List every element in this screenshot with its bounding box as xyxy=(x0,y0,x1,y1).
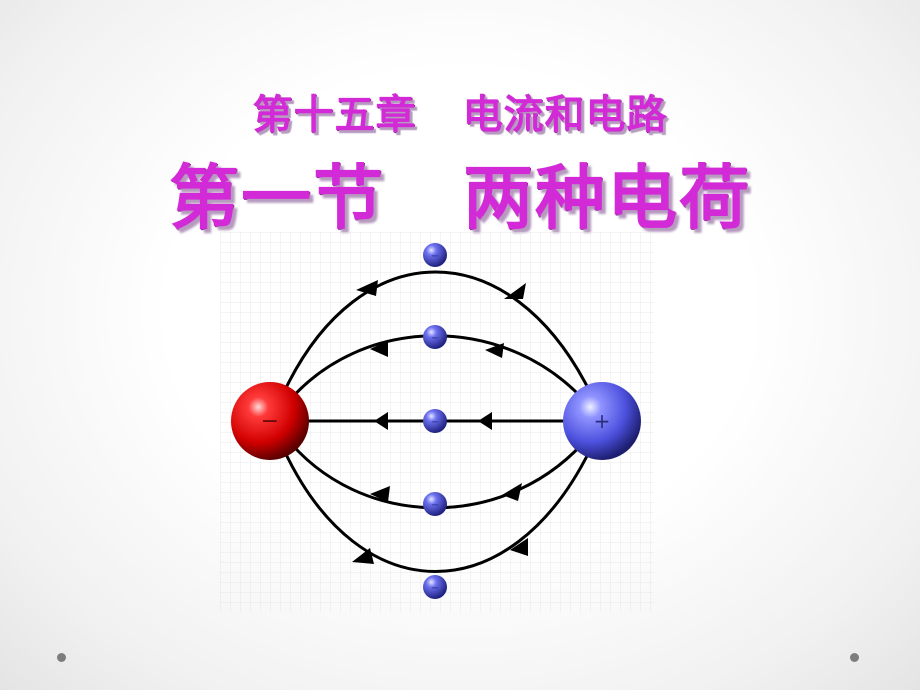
test-charge: − xyxy=(423,325,447,349)
test-charge: − xyxy=(423,243,447,267)
test-charge-sign: − xyxy=(431,500,439,511)
field-line-outer-bottom xyxy=(282,449,592,573)
chapter-name: 电流和电路 xyxy=(462,91,668,138)
chapter-title: 第十五章电流和电路 xyxy=(0,82,920,140)
arrow-head xyxy=(478,412,492,430)
direction-arrows xyxy=(352,280,528,564)
field-line-outer-top xyxy=(282,270,592,393)
test-charge-sign: − xyxy=(431,333,439,344)
arrow-head xyxy=(502,483,522,501)
test-charge-sign: − xyxy=(431,251,439,262)
test-charge-sign: − xyxy=(431,417,439,428)
test-charges: − − − − − xyxy=(423,243,447,599)
section-name: 两种电荷 xyxy=(463,156,751,239)
arrow-head xyxy=(356,280,378,296)
positive-charge-sign: + xyxy=(594,409,611,433)
arrow-head xyxy=(374,412,388,430)
electric-field-diagram: − − − − − − + xyxy=(220,232,654,612)
arrow-head xyxy=(485,343,504,358)
test-charge: − xyxy=(423,492,447,516)
section-number: 第一节 xyxy=(169,156,385,239)
arrow-head xyxy=(352,548,374,564)
arrow-head xyxy=(370,486,390,502)
corner-dot-left xyxy=(57,653,66,662)
corner-dot-right xyxy=(850,653,859,662)
test-charge-sign: − xyxy=(431,583,439,594)
test-charge: − xyxy=(423,409,447,433)
negative-charge-sign: − xyxy=(261,409,279,434)
positive-charge: + xyxy=(563,382,641,460)
arrow-head xyxy=(370,341,388,357)
chapter-number: 第十五章 xyxy=(252,91,417,138)
section-title: 第一节两种电荷 xyxy=(0,142,920,243)
test-charge: − xyxy=(423,575,447,599)
arrow-head xyxy=(510,538,528,556)
negative-charge: − xyxy=(231,382,309,460)
arrow-head xyxy=(504,283,526,299)
